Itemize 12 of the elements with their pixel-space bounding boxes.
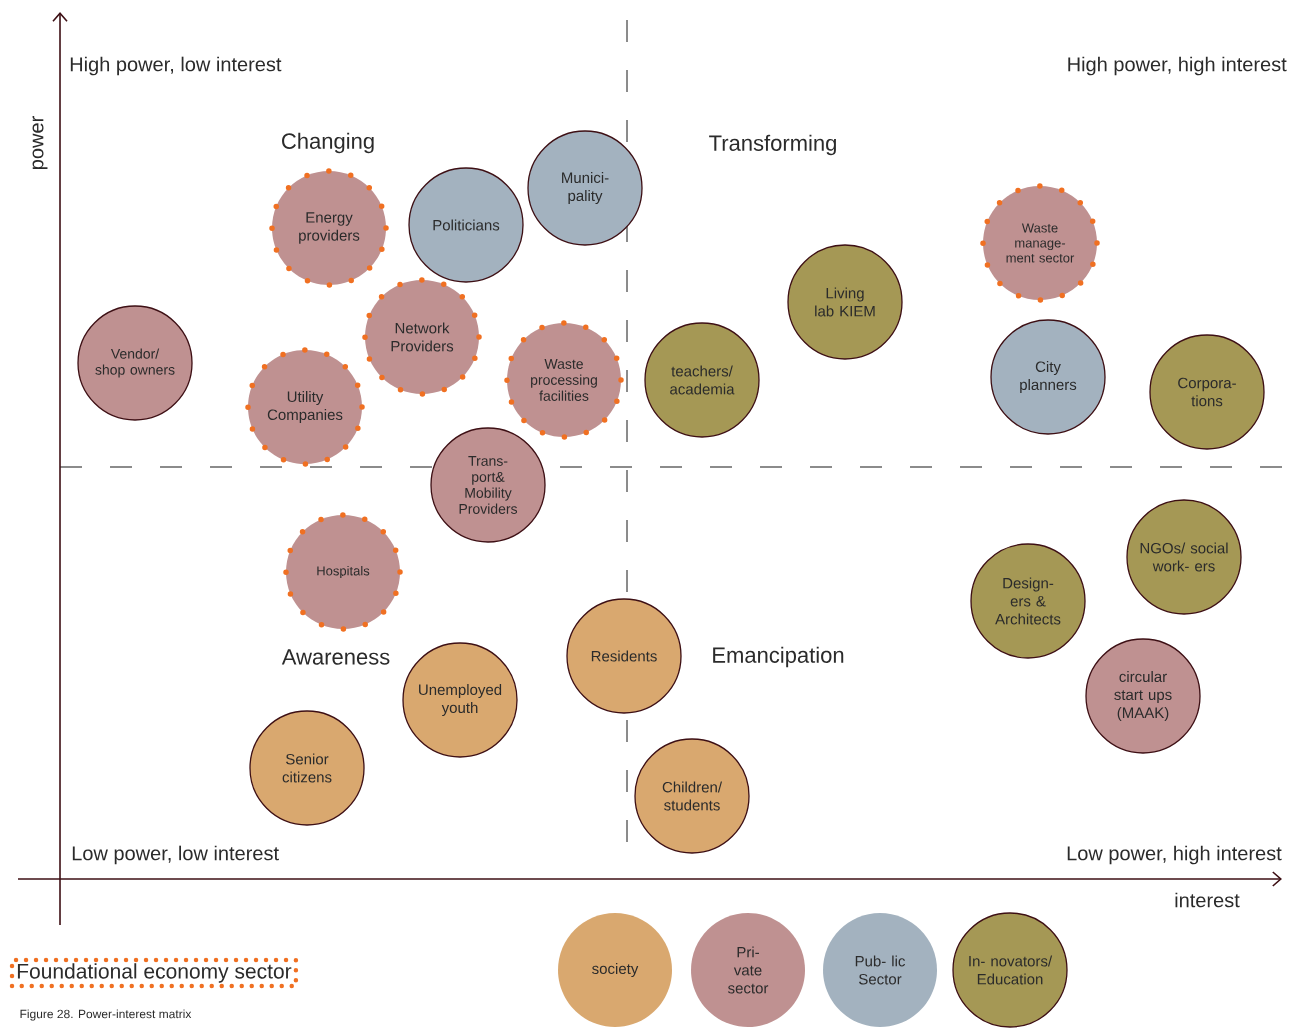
quadrant-label: Changing (282, 132, 374, 154)
legend-item: Foundational economy sector (9, 957, 299, 989)
figure-caption: Figure 28. Power-interest matrix (20, 1009, 192, 1021)
quadrant-label: Emancipation (713, 646, 844, 668)
quadrant-label: Low power, low interest (72, 845, 279, 865)
quadrant-label: power (32, 116, 48, 169)
quadrant-label: Transforming (709, 134, 836, 156)
quadrant-label: Low power, high interest (1067, 845, 1282, 865)
quadrant-label: Awareness (281, 649, 390, 665)
quadrant-label: High power, low interest (70, 56, 282, 76)
quadrant-label: High power, high interest (1068, 56, 1287, 76)
quadrant-label: interest (1175, 892, 1240, 908)
